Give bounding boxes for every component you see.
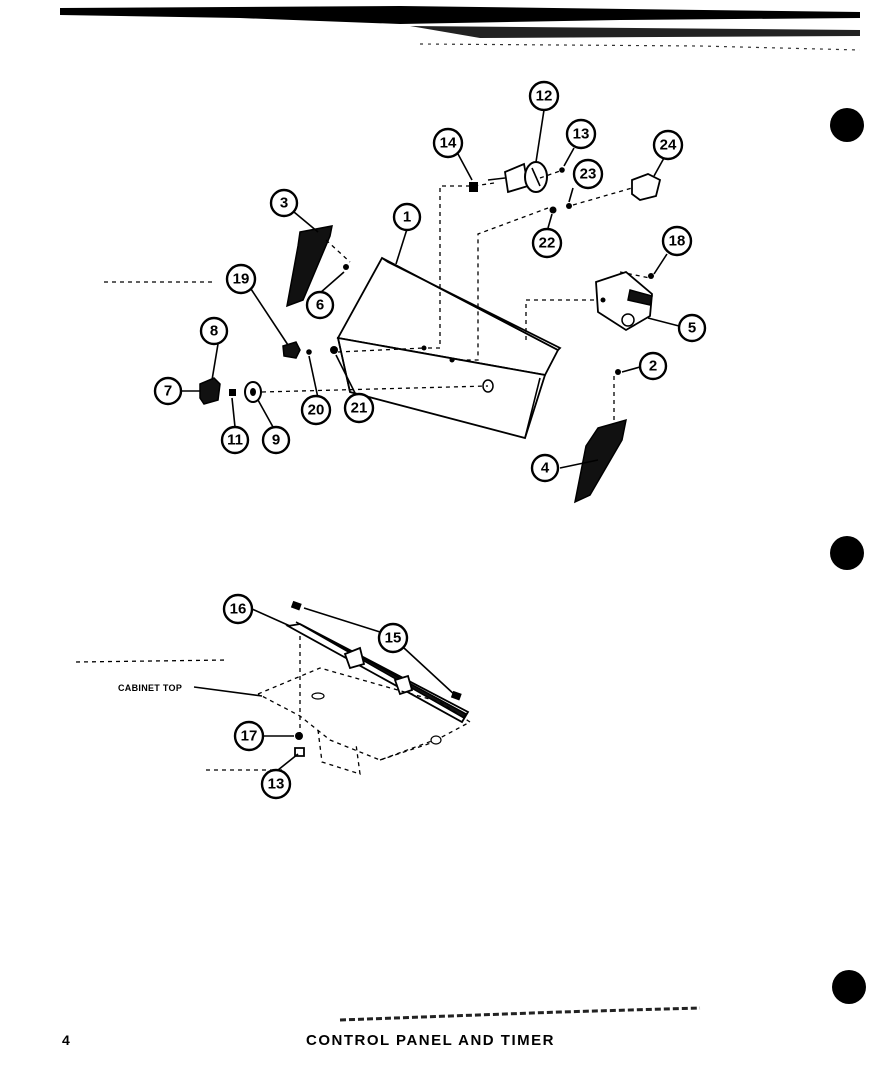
timer-mount-bracket-part [285,621,470,724]
timer-knob-part [487,161,548,194]
washer-part [306,349,312,355]
leader-lines-upper [182,109,680,469]
clip-part [290,600,302,611]
cabinet-top-outline [75,636,472,775]
nut-part [330,346,338,354]
svg-text:3: 3 [280,195,288,212]
callout-20: 20 [300,394,332,426]
screw-part [343,264,349,270]
leader-lines-lower [193,607,457,771]
callout-6: 6 [305,290,335,320]
svg-text:7: 7 [164,383,172,400]
timer-screw-part [648,273,654,279]
washer-part [549,206,557,214]
clip-part [229,389,236,396]
svg-text:16: 16 [230,601,247,618]
callout-5: 5 [677,313,707,343]
timer-knob-insert-part [469,182,478,192]
end-cap-left-part [286,225,333,308]
spring-part [566,203,572,209]
binder-hole-top [830,108,864,142]
callout-21: 21 [343,392,375,424]
svg-text:5: 5 [688,320,696,337]
callout-13-lower: 13 [260,768,292,800]
callout-4: 4 [530,453,560,483]
svg-text:12: 12 [536,88,553,105]
callout-16: 16 [222,593,254,625]
callout-7: 7 [153,376,183,406]
callout-22: 22 [531,227,563,259]
svg-text:6: 6 [316,297,324,314]
svg-text:20: 20 [308,402,325,419]
svg-text:2: 2 [649,358,657,375]
svg-text:24: 24 [660,137,677,154]
callout-2: 2 [638,351,668,381]
callout-17: 17 [233,720,265,752]
callout-24: 24 [652,129,684,161]
knob-part [199,377,221,405]
end-cap-right-part [573,418,627,504]
svg-text:17: 17 [241,728,258,745]
svg-text:22: 22 [539,235,556,252]
assembly-lines-upper [104,170,651,420]
svg-text:15: 15 [385,630,402,647]
scan-noise-top [60,6,861,1022]
callout-1: 1 [392,202,422,232]
svg-text:21: 21 [351,400,368,417]
callout-8: 8 [199,316,229,346]
timer-clip-part [559,167,565,173]
switch-part [282,341,301,359]
svg-text:23: 23 [580,166,597,183]
binder-hole-middle [830,536,864,570]
svg-text:18: 18 [669,233,686,250]
control-panel-part [336,256,562,440]
callout-12: 12 [528,80,560,112]
callout-18: 18 [661,225,693,257]
timer-part [595,270,653,332]
callout-14: 14 [432,127,464,159]
svg-text:19: 19 [233,271,250,288]
page-number: 4 [62,1032,70,1048]
svg-text:13: 13 [268,776,285,793]
callout-23: 23 [572,158,604,190]
svg-text:4: 4 [541,460,550,477]
callout-11: 11 [220,425,250,455]
cabinet-top-label: CABINET TOP [118,683,182,693]
rotary-switch-part [631,173,662,201]
svg-text:11: 11 [227,432,243,449]
page-title: CONTROL PANEL AND TIMER [306,1032,555,1049]
nut-part [295,732,303,740]
callout-13: 13 [565,118,597,150]
callout-3: 3 [269,188,299,218]
callout-19: 19 [225,263,257,295]
callout-15: 15 [377,622,409,654]
svg-text:9: 9 [272,432,280,449]
svg-text:8: 8 [210,323,218,340]
svg-text:1: 1 [403,209,411,226]
screw-part [615,369,621,375]
binder-hole-bottom [832,970,866,1004]
callout-9: 9 [261,425,291,455]
svg-text:14: 14 [440,135,457,152]
svg-text:13: 13 [573,126,590,143]
